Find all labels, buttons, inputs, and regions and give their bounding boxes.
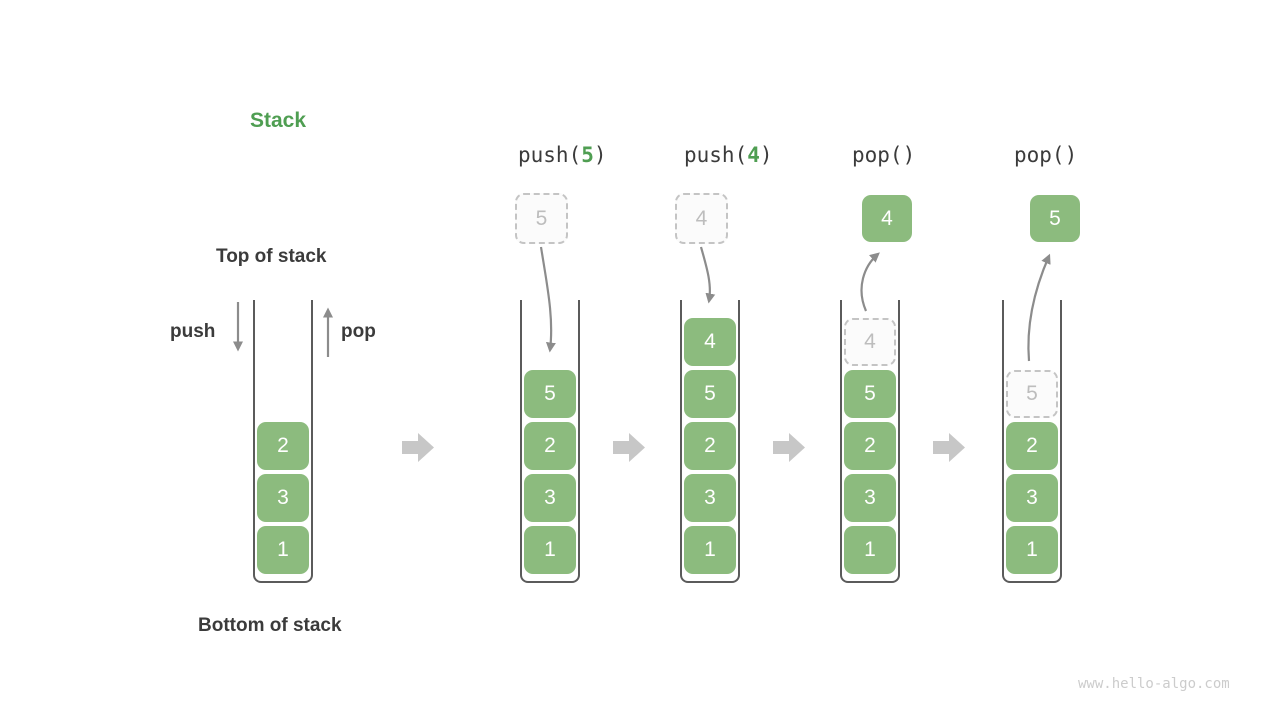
op-text: push( (684, 143, 748, 167)
next-state-arrow-icon (933, 433, 965, 462)
op-label-push-4: push(4) (684, 143, 773, 167)
stack-container-after-pop-4 (840, 300, 900, 583)
next-state-arrow-icon (773, 433, 805, 462)
stack-cell-5: 5 (844, 370, 896, 418)
stack-cell-3: 3 (684, 474, 736, 522)
op-text: ) (759, 143, 773, 167)
stack-cell-3: 3 (257, 474, 309, 522)
incoming-value-5: 5 (515, 193, 568, 244)
stack-cell-2: 2 (684, 422, 736, 470)
stack-cell-1: 1 (1006, 526, 1058, 574)
top-of-stack-label: Top of stack (216, 246, 327, 267)
ghost-cell-5: 5 (1006, 370, 1058, 418)
op-label-push-5: push(5) (518, 143, 607, 167)
popped-value-5: 5 (1030, 195, 1080, 242)
next-state-arrow-icon (613, 433, 645, 462)
stack-cell-5: 5 (684, 370, 736, 418)
op-text: pop() (1014, 143, 1078, 167)
op-label-pop-second: pop() (1014, 143, 1077, 167)
pop-label: pop (341, 321, 376, 342)
stack-cell-5: 5 (524, 370, 576, 418)
bottom-of-stack-label: Bottom of stack (198, 615, 342, 636)
op-label-pop-first: pop() (852, 143, 915, 167)
stack-cell-2: 2 (257, 422, 309, 470)
push-4-motion-arrow-icon (699, 246, 716, 304)
stack-cell-1: 1 (257, 526, 309, 574)
stack-container-after-push-4 (680, 300, 740, 583)
watermark: www.hello-algo.com (1078, 676, 1230, 692)
stack-cell-2: 2 (524, 422, 576, 470)
diagram-title: Stack (250, 109, 307, 132)
stack-cell-3: 3 (844, 474, 896, 522)
stack-container-after-push-5 (520, 300, 580, 583)
stack-cell-4: 4 (684, 318, 736, 366)
ghost-cell-4: 4 (844, 318, 896, 366)
stack-cell-1: 1 (524, 526, 576, 574)
stack-cell-3: 3 (524, 474, 576, 522)
op-argument: 4 (747, 143, 760, 167)
incoming-value-4: 4 (675, 193, 728, 244)
push-label: push (170, 321, 216, 342)
next-state-arrow-icon (402, 433, 434, 462)
stack-cell-1: 1 (684, 526, 736, 574)
op-argument: 5 (581, 143, 594, 167)
stack-cell-2: 2 (844, 422, 896, 470)
stack-cell-3: 3 (1006, 474, 1058, 522)
op-text: ) (593, 143, 607, 167)
stack-cell-1: 1 (844, 526, 896, 574)
stack-container-initial (253, 300, 313, 583)
stack-cell-2: 2 (1006, 422, 1058, 470)
stack-container-after-pop-5 (1002, 300, 1062, 583)
op-text: pop() (852, 143, 916, 167)
popped-value-4: 4 (862, 195, 912, 242)
op-text: push( (518, 143, 582, 167)
